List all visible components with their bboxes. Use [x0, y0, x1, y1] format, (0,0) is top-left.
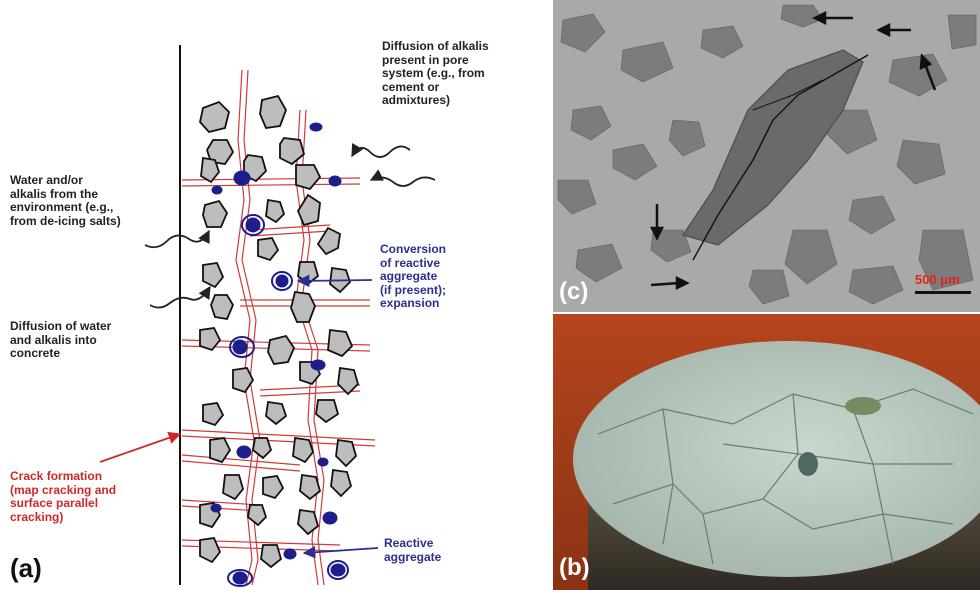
pore-diffusion-label: Diffusion of alkalis present in pore sys…: [382, 40, 489, 108]
reactive-aggregate-label: Reactive aggregate: [384, 537, 441, 564]
conversion-label: Conversion of reactive aggregate (if pre…: [380, 243, 446, 311]
conversion-arrow: [298, 280, 372, 281]
water-diffusion-label: Diffusion of water and alkalis into conc…: [10, 320, 111, 361]
crack-formation-arrow: [100, 434, 180, 462]
micrograph-image: [553, 0, 980, 312]
scale-bar-label: 500 μm: [915, 272, 960, 287]
pore-diffusion-arrow: [352, 146, 410, 157]
micrograph-panel: 500 μm (c): [553, 0, 980, 312]
scale-bar: [915, 291, 971, 294]
environment-arrow-2: [145, 231, 209, 247]
aggregate-particles: [200, 96, 358, 567]
crack-formation-label: Crack formation (map cracking and surfac…: [10, 470, 116, 524]
panel-c-letter: (c): [559, 278, 588, 306]
panel-a-letter: (a): [10, 553, 42, 584]
concrete-core-image: [553, 314, 980, 590]
panel-b-letter: (b): [559, 554, 590, 582]
concrete-core-photo: (b): [553, 314, 980, 590]
environment-label: Water and/or alkalis from the environmen…: [10, 174, 121, 228]
environment-arrow-1: [371, 177, 435, 186]
